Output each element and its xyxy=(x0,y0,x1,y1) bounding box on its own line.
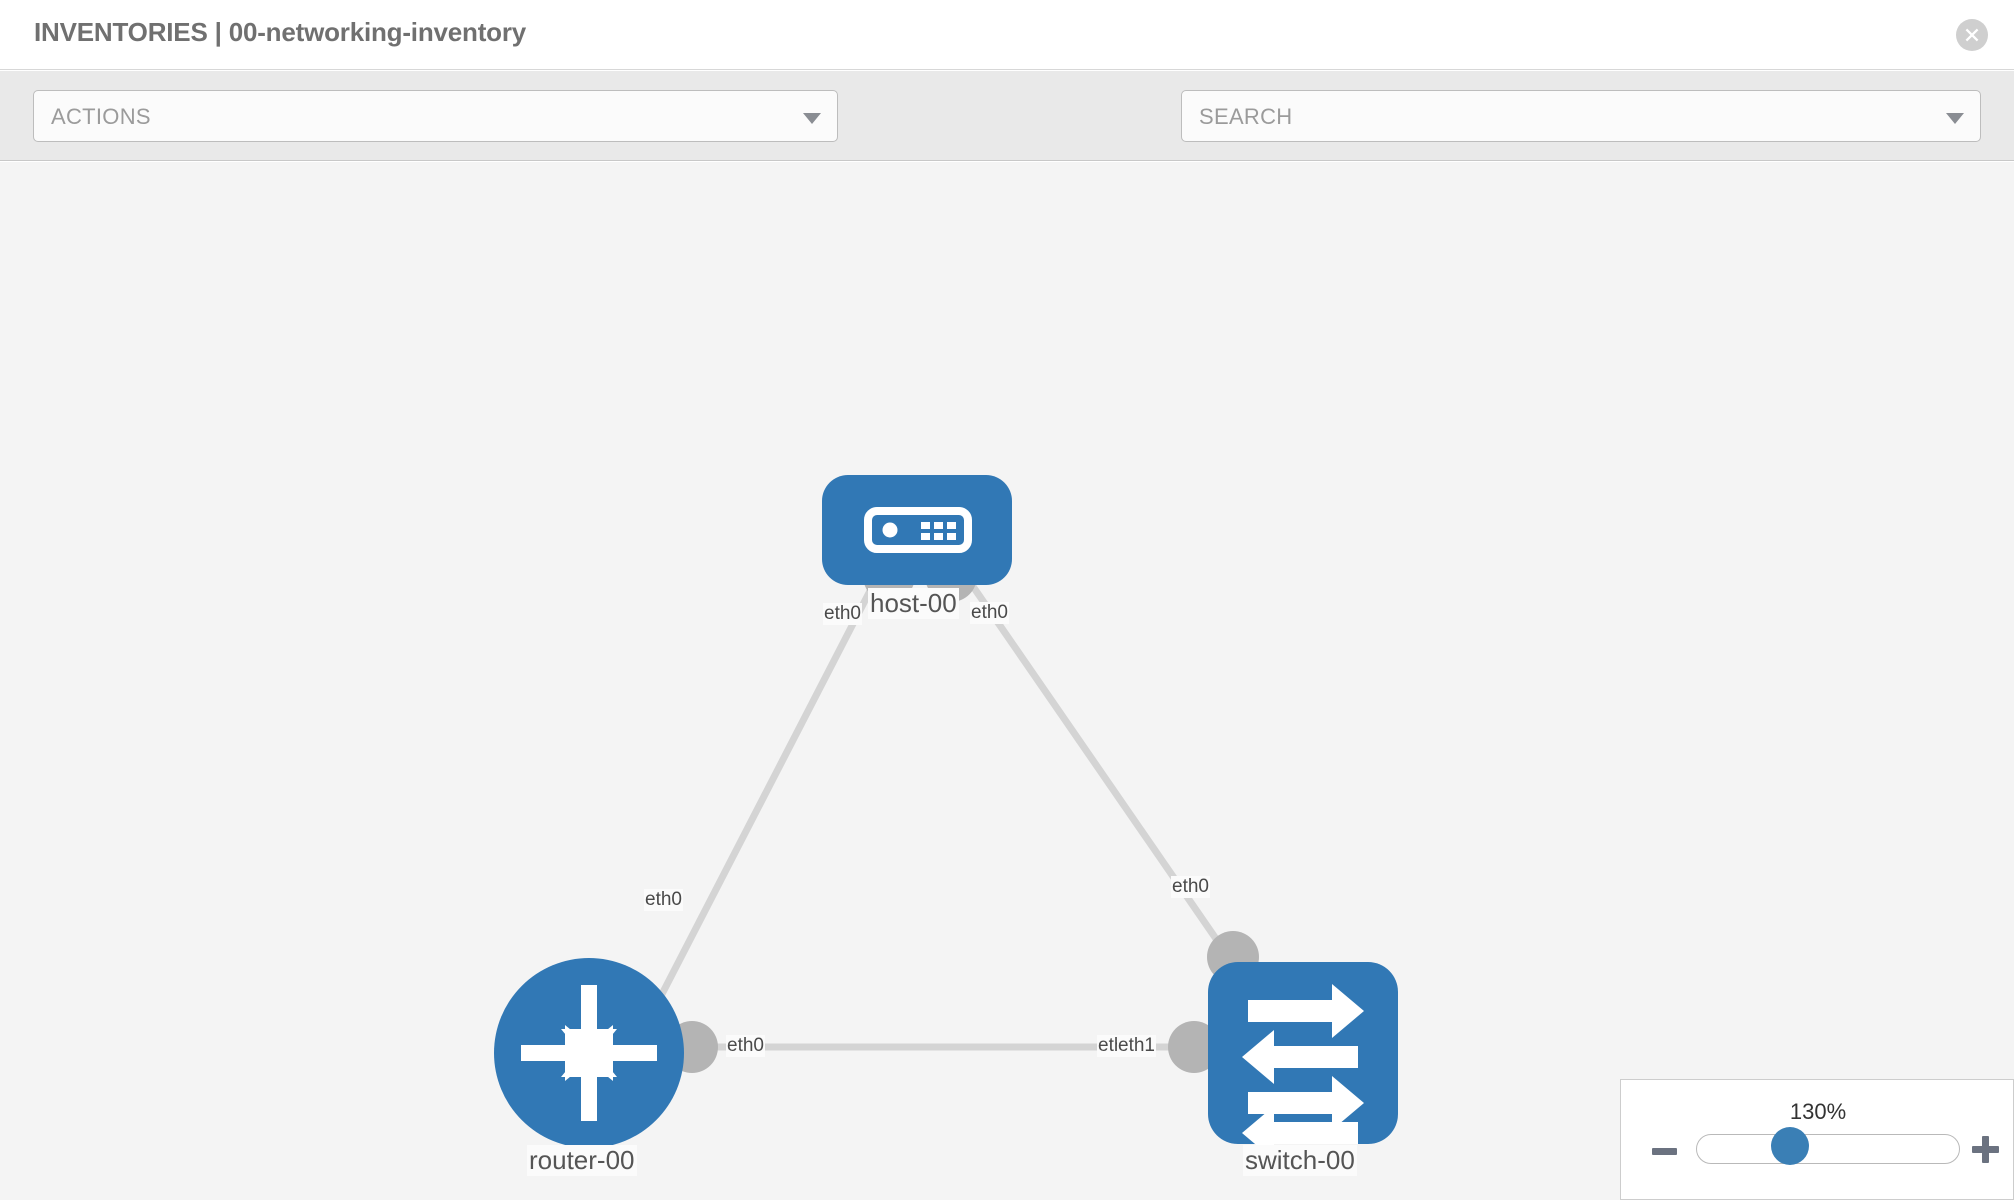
port-switch00-eth1[interactable] xyxy=(1168,1021,1220,1073)
node-label-switch-00: switch-00 xyxy=(1243,1145,1357,1176)
search-input[interactable]: SEARCH xyxy=(1181,90,1981,142)
topology-graph xyxy=(494,475,1398,1160)
iface-label: eth0 xyxy=(726,1035,765,1057)
zoom-control: 130% xyxy=(1620,1079,2014,1200)
close-icon[interactable] xyxy=(1956,19,1988,51)
server-icon xyxy=(864,507,972,553)
node-switch-00[interactable] xyxy=(1208,962,1398,1160)
toolbar: ACTIONS SEARCH xyxy=(0,71,2014,205)
router-arrows-icon xyxy=(521,985,657,1121)
actions-dropdown[interactable]: ACTIONS xyxy=(33,90,838,142)
search-placeholder: SEARCH xyxy=(1199,104,1293,129)
actions-dropdown-label: ACTIONS xyxy=(51,104,151,129)
iface-label: eth0 xyxy=(644,889,683,911)
link-host00-router00[interactable] xyxy=(641,554,892,1029)
node-label-host-00: host-00 xyxy=(868,588,959,619)
iface-label: eth0 xyxy=(823,603,862,625)
zoom-in-button[interactable] xyxy=(1969,1130,2003,1170)
close-glyph xyxy=(1965,28,1979,42)
topology-canvas[interactable]: eth0 eth0 eth0 eth0 eth0 eth0 eth1 host-… xyxy=(0,162,2014,1200)
zoom-out-button[interactable] xyxy=(1649,1134,1681,1168)
zoom-slider-track[interactable] xyxy=(1696,1134,1960,1164)
topology-links xyxy=(641,554,1235,1051)
iface-label: eth0 xyxy=(970,602,1009,624)
chevron-down-icon xyxy=(803,113,821,124)
plus-icon-vertical xyxy=(1982,1136,1989,1163)
search-chevron-down-icon[interactable] xyxy=(1946,113,1964,124)
node-label-router-00: router-00 xyxy=(527,1145,637,1176)
page-header: INVENTORIES | 00-networking-inventory xyxy=(0,0,2014,70)
zoom-percent-label: 130% xyxy=(1789,1099,1847,1124)
minus-icon xyxy=(1652,1148,1677,1155)
zoom-slider-thumb[interactable] xyxy=(1771,1127,1809,1165)
iface-label: eth0 xyxy=(1171,876,1210,898)
switch-arrows-icon xyxy=(1242,984,1364,1160)
node-router-00[interactable] xyxy=(494,958,684,1148)
page-title: INVENTORIES | 00-networking-inventory xyxy=(34,17,527,47)
iface-label: eth1 xyxy=(1117,1035,1156,1057)
node-host-00[interactable] xyxy=(822,475,1012,585)
